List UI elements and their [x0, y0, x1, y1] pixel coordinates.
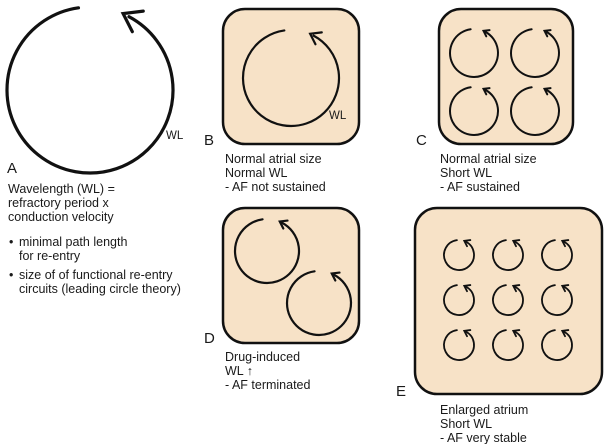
panel-b-caption: Normal atrial size Normal WL - AF not su…	[225, 152, 326, 194]
formula-line: Wavelength (WL) =	[8, 182, 115, 196]
caption-line: - AF not sustained	[225, 180, 326, 194]
formula-line: conduction velocity	[8, 210, 114, 224]
bullet-line: circuits (leading circle theory)	[19, 282, 181, 296]
re-entry-circuit	[541, 239, 573, 271]
panel-b-wl-label: WL	[329, 110, 347, 122]
panel-a-letter: A	[7, 160, 18, 177]
arrowhead-icon	[481, 87, 491, 96]
re-entry-circuit	[241, 29, 341, 128]
panel-c-letter: C	[416, 132, 427, 149]
bullet-line: size of of functional re-entry	[19, 268, 173, 282]
arrowhead-icon	[462, 239, 472, 248]
caption-line: Short WL	[440, 166, 493, 180]
re-entry-circuit	[233, 218, 301, 285]
bullet-line: minimal path length	[19, 235, 128, 249]
re-entry-circuit	[443, 329, 475, 361]
re-entry-circuit	[449, 28, 499, 78]
arrowhead-icon	[511, 284, 521, 293]
re-entry-circuit	[492, 329, 524, 361]
arrowhead-icon	[560, 329, 570, 338]
caption-line: WL ↑	[225, 364, 254, 378]
panel-d-caption: Drug-induced WL ↑ - AF terminated	[225, 350, 310, 392]
arrowhead-icon	[120, 9, 145, 34]
panel-b-letter: B	[204, 132, 215, 149]
wavelength-formula: Wavelength (WL) = refractory period x co…	[8, 182, 115, 224]
re-entry-circuit	[541, 284, 573, 316]
panel-e-letter: E	[396, 383, 407, 400]
re-entry-circuit	[449, 86, 499, 136]
caption-line: Normal atrial size	[225, 152, 322, 166]
arrowhead-icon	[560, 284, 570, 293]
panel-c-atrium	[437, 7, 575, 146]
arrowhead-icon	[481, 29, 491, 38]
arrowhead-icon	[308, 31, 323, 46]
arrowhead-icon	[462, 329, 472, 338]
arrowhead-icon	[542, 87, 552, 96]
formula-line: refractory period x	[8, 196, 109, 210]
re-entry-circuit	[285, 270, 353, 337]
bullet-line: for re-entry	[19, 249, 81, 263]
arrowhead-icon	[560, 239, 570, 248]
re-entry-circuit	[492, 284, 524, 316]
bullet-item: minimal path length for re-entry	[9, 235, 128, 263]
panel-a-wl-label: WL	[166, 130, 184, 142]
re-entry-circuit	[541, 329, 573, 361]
panel-c-caption: Normal atrial size Short WL - AF sustain…	[440, 152, 537, 194]
caption-line: Enlarged atrium	[440, 403, 529, 417]
re-entry-circuit	[510, 28, 560, 78]
panel-d-atrium	[221, 206, 361, 345]
re-entry-circuit	[443, 284, 475, 316]
panel-e-atrium	[413, 206, 604, 396]
panel-e-caption: Enlarged atrium Short WL - AF very stabl…	[440, 403, 528, 444]
caption-line: Normal atrial size	[440, 152, 537, 166]
caption-line: Normal WL	[225, 166, 288, 180]
arrowhead-icon	[511, 329, 521, 338]
caption-line: - AF very stable	[440, 431, 527, 444]
re-entry-circuit	[443, 239, 475, 271]
arrowhead-icon	[511, 239, 521, 248]
arrowhead-icon	[330, 271, 341, 282]
arrowhead-icon	[542, 29, 552, 38]
caption-line: - AF sustained	[440, 180, 520, 194]
arrowhead-icon	[462, 284, 472, 293]
re-entry-circuit	[492, 239, 524, 271]
re-entry-circuit	[5, 6, 175, 175]
caption-line: Drug-induced	[225, 350, 301, 364]
arrowhead-icon	[278, 219, 289, 230]
re-entry-circuit	[510, 86, 560, 136]
caption-line: Short WL	[440, 417, 493, 431]
bullet-item: size of of functional re-entry circuits …	[9, 268, 181, 296]
panel-d-letter: D	[204, 330, 215, 347]
caption-line: - AF terminated	[225, 378, 311, 392]
